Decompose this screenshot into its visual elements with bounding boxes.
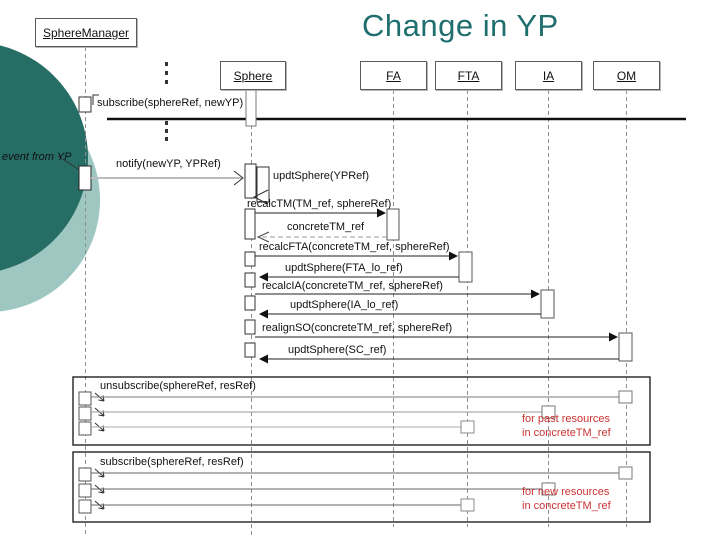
label-event-from-yp: event from YP <box>2 151 72 163</box>
frame-unsubscribe-border <box>72 376 651 446</box>
message-updt-sphere-sc <box>259 354 619 364</box>
recalcia-arrowhead <box>531 289 540 299</box>
label-subscribe-new-yp: subscribe(sphereRef, newYP) <box>97 97 244 109</box>
label-realign-so: realignSO(concreteTM_ref, sphereRef) <box>262 322 453 334</box>
object-box-fta: FTA <box>435 61 502 90</box>
activation-sphere-top <box>245 89 257 127</box>
object-box-sphere: Sphere <box>220 61 286 90</box>
self-return-arrow <box>252 189 269 205</box>
activation-sphere-self <box>256 166 270 203</box>
object-label-fa: FA <box>386 68 401 83</box>
activation-om <box>618 332 633 362</box>
label-concrete-tm-ref: concreteTM_ref <box>287 221 365 233</box>
label-recalc-ia: recalcIA(concreteTM_ref, sphereRef) <box>262 280 443 292</box>
activation-fa <box>386 208 400 241</box>
lost-flag <box>92 94 99 105</box>
activation-sphere-notify <box>244 163 257 199</box>
act-sm-sub-2 <box>78 483 92 498</box>
activation-sphere-updtia <box>244 319 256 335</box>
act-ia-unsub <box>541 405 556 419</box>
label-subscribe-frame: subscribe(sphereRef, resRef) <box>100 456 244 468</box>
message-subscribe-new-yp <box>78 89 686 127</box>
updtfta-arrowhead <box>259 272 268 282</box>
object-label-ia: IA <box>542 68 555 83</box>
act-fta-unsub <box>460 420 475 434</box>
frame-subscribe-border <box>72 451 651 523</box>
lifelines <box>85 47 627 537</box>
message-concrete-tm-ref <box>256 231 387 243</box>
message-realign-so <box>244 332 633 362</box>
message-recalc-ia <box>244 289 555 319</box>
message-notify <box>91 163 257 199</box>
background-decor <box>0 45 100 312</box>
message-recalc-fta <box>244 251 473 283</box>
message-updt-sphere-ypref <box>252 166 270 205</box>
act-sm-unsub-1 <box>78 391 92 406</box>
label-unsubscribe-frame: unsubscribe(sphereRef, resRef) <box>100 380 256 392</box>
recalctm-arrowhead <box>377 208 386 218</box>
label-recalc-tm: recalcTM(TM_ref, sphereRef) <box>247 198 392 210</box>
activation-sphere-recalcia <box>244 295 256 311</box>
act-sm-unsub-2 <box>78 406 92 421</box>
recalcfta-arrowhead <box>449 251 458 261</box>
object-box-fa: FA <box>360 61 427 90</box>
activation-sm-subscribe <box>78 96 92 113</box>
activation-sphere-realignso <box>244 342 256 358</box>
label-notify: notify(newYP, YPRef) <box>116 158 221 170</box>
label-recalc-fta: recalcFTA(concreteTM_ref, sphereRef) <box>259 241 450 253</box>
note-subscribe-line1: for new resources <box>522 486 610 498</box>
note-unsubscribe-line2: in concreteTM_ref <box>522 427 611 439</box>
object-box-ia: IA <box>515 61 582 90</box>
act-om-unsub <box>618 390 633 404</box>
note-subscribe-line2: in concreteTM_ref <box>522 500 611 512</box>
concretetm-arrowhead <box>256 231 270 243</box>
updtia-arrowhead <box>259 309 268 319</box>
message-updt-sphere-fta <box>244 272 459 288</box>
act-sm-sub-3 <box>78 499 92 514</box>
act-ia-sub <box>541 482 556 496</box>
frame-unsubscribe <box>72 376 651 446</box>
message-recalc-tm <box>244 208 400 241</box>
note-unsubscribe-line1: for past resources <box>522 413 611 425</box>
label-updt-sphere-ypref: updtSphere(YPRef) <box>273 170 369 182</box>
act-om-sub <box>618 466 633 480</box>
updtsc-arrowhead <box>259 354 268 364</box>
label-updt-sphere-ia: updtSphere(IA_lo_ref) <box>290 299 399 311</box>
event-from-yp-line <box>57 155 79 170</box>
object-label-sphere: Sphere <box>233 68 273 83</box>
activation-sphere-recalctm <box>244 208 256 240</box>
notify-arrowhead <box>233 170 244 186</box>
activation-sphere-recalcfta <box>244 251 256 267</box>
act-fta-sub <box>460 498 475 512</box>
activation-fta <box>458 251 473 283</box>
realignso-arrowhead <box>609 332 618 342</box>
act-sm-unsub-3 <box>78 421 92 436</box>
continuation-dots <box>165 62 168 141</box>
activation-sphere-updtfta <box>244 272 256 288</box>
object-label-sphere-manager: SphereManager <box>42 25 130 40</box>
object-box-sphere-manager: SphereManager <box>35 18 137 47</box>
label-updt-sphere-sc: updtSphere(SC_ref) <box>288 344 387 356</box>
object-label-om: OM <box>616 68 637 83</box>
message-updt-sphere-ia <box>244 309 541 335</box>
object-box-om: OM <box>593 61 660 90</box>
object-label-fta: FTA <box>457 68 480 83</box>
decor-circle-dark <box>0 45 88 271</box>
slide-title: Change in YP <box>362 8 559 43</box>
activation-ia <box>540 289 555 319</box>
activation-sm-event <box>78 165 92 191</box>
frame-subscribe <box>72 451 651 523</box>
act-sm-sub-1 <box>78 467 92 482</box>
label-updt-sphere-fta: updtSphere(FTA_lo_ref) <box>285 262 403 274</box>
